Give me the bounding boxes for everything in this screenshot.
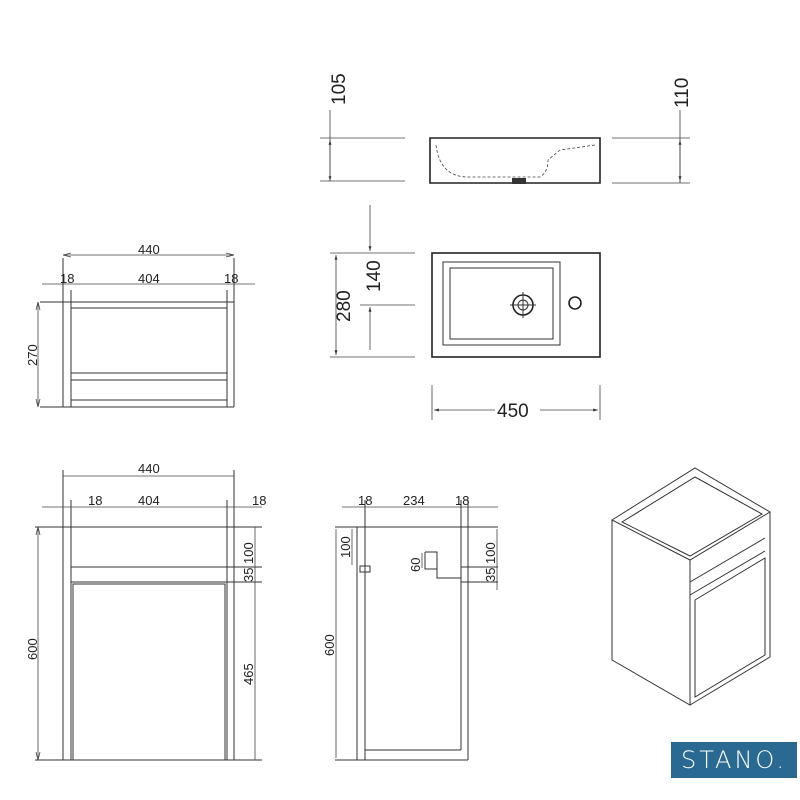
dim-35-side-right: 35 [483,568,498,582]
dim-600-front: 600 [25,638,40,660]
dim-18-left-front: 18 [88,493,102,508]
cabinet-side-section: 18 234 18 600 100 60 100 35 [322,493,498,761]
cabinet-front-view: 440 18 404 18 600 100 35 465 [25,461,266,761]
basin-side-view: 105 110 [320,73,693,184]
dim-18-right-front: 18 [252,493,266,508]
dim-105: 105 [329,73,350,105]
dim-18-left-side: 18 [358,493,372,508]
dim-234-side: 234 [403,493,425,508]
dim-440-front: 440 [138,461,160,476]
dim-440-top: 440 [138,242,160,257]
dim-60-side: 60 [408,558,423,572]
dim-35-front: 35 [241,568,256,582]
dim-404-top: 404 [138,271,160,286]
dim-110: 110 [672,78,693,108]
dim-280: 280 [334,290,355,322]
cabinet-isometric [610,467,771,706]
basin-plan-view: 280 140 450 [330,205,601,422]
dim-100-side-right: 100 [483,542,498,564]
dim-600-side: 600 [322,634,337,656]
dim-270: 270 [25,344,40,366]
dim-18-right-top: 18 [224,271,238,286]
dim-450: 450 [497,401,529,422]
dim-100-side-left: 100 [338,536,353,558]
dim-100-front: 100 [241,542,256,564]
dim-18-right-side: 18 [455,493,469,508]
dim-140: 140 [364,260,385,292]
dim-404-front: 404 [138,493,160,508]
dim-18-left-top: 18 [60,271,74,286]
brand-logo: STANO. [671,742,797,778]
dim-465-front: 465 [241,663,256,685]
cabinet-top-view: 440 18 404 18 270 [25,242,255,408]
